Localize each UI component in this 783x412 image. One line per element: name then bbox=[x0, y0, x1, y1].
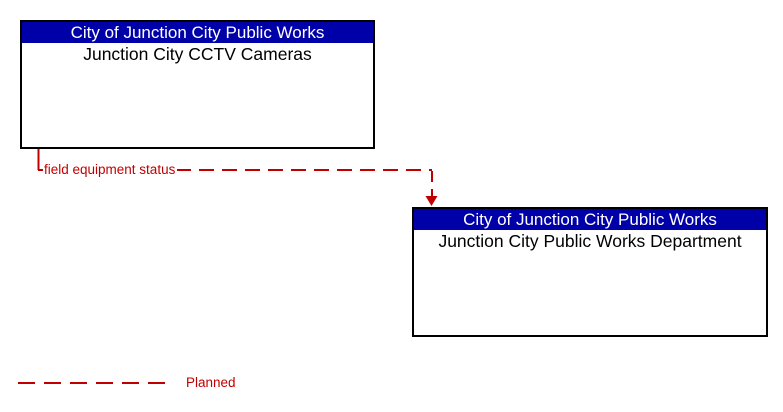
entity-header: City of Junction City Public Works bbox=[414, 209, 766, 230]
entity-body: Junction City CCTV Cameras bbox=[83, 44, 312, 64]
entity-box-junction-city-cctv-cameras[interactable]: City of Junction City Public Works Junct… bbox=[20, 20, 375, 149]
entity-header: City of Junction City Public Works bbox=[22, 22, 373, 43]
arrowhead-down-icon bbox=[425, 196, 438, 206]
flow-label-field-equipment-status[interactable]: field equipment status bbox=[43, 162, 178, 178]
legend-label-planned: Planned bbox=[186, 375, 236, 390]
entity-box-junction-city-public-works-department[interactable]: City of Junction City Public Works Junct… bbox=[412, 207, 768, 337]
entity-body: Junction City Public Works Department bbox=[438, 231, 742, 251]
